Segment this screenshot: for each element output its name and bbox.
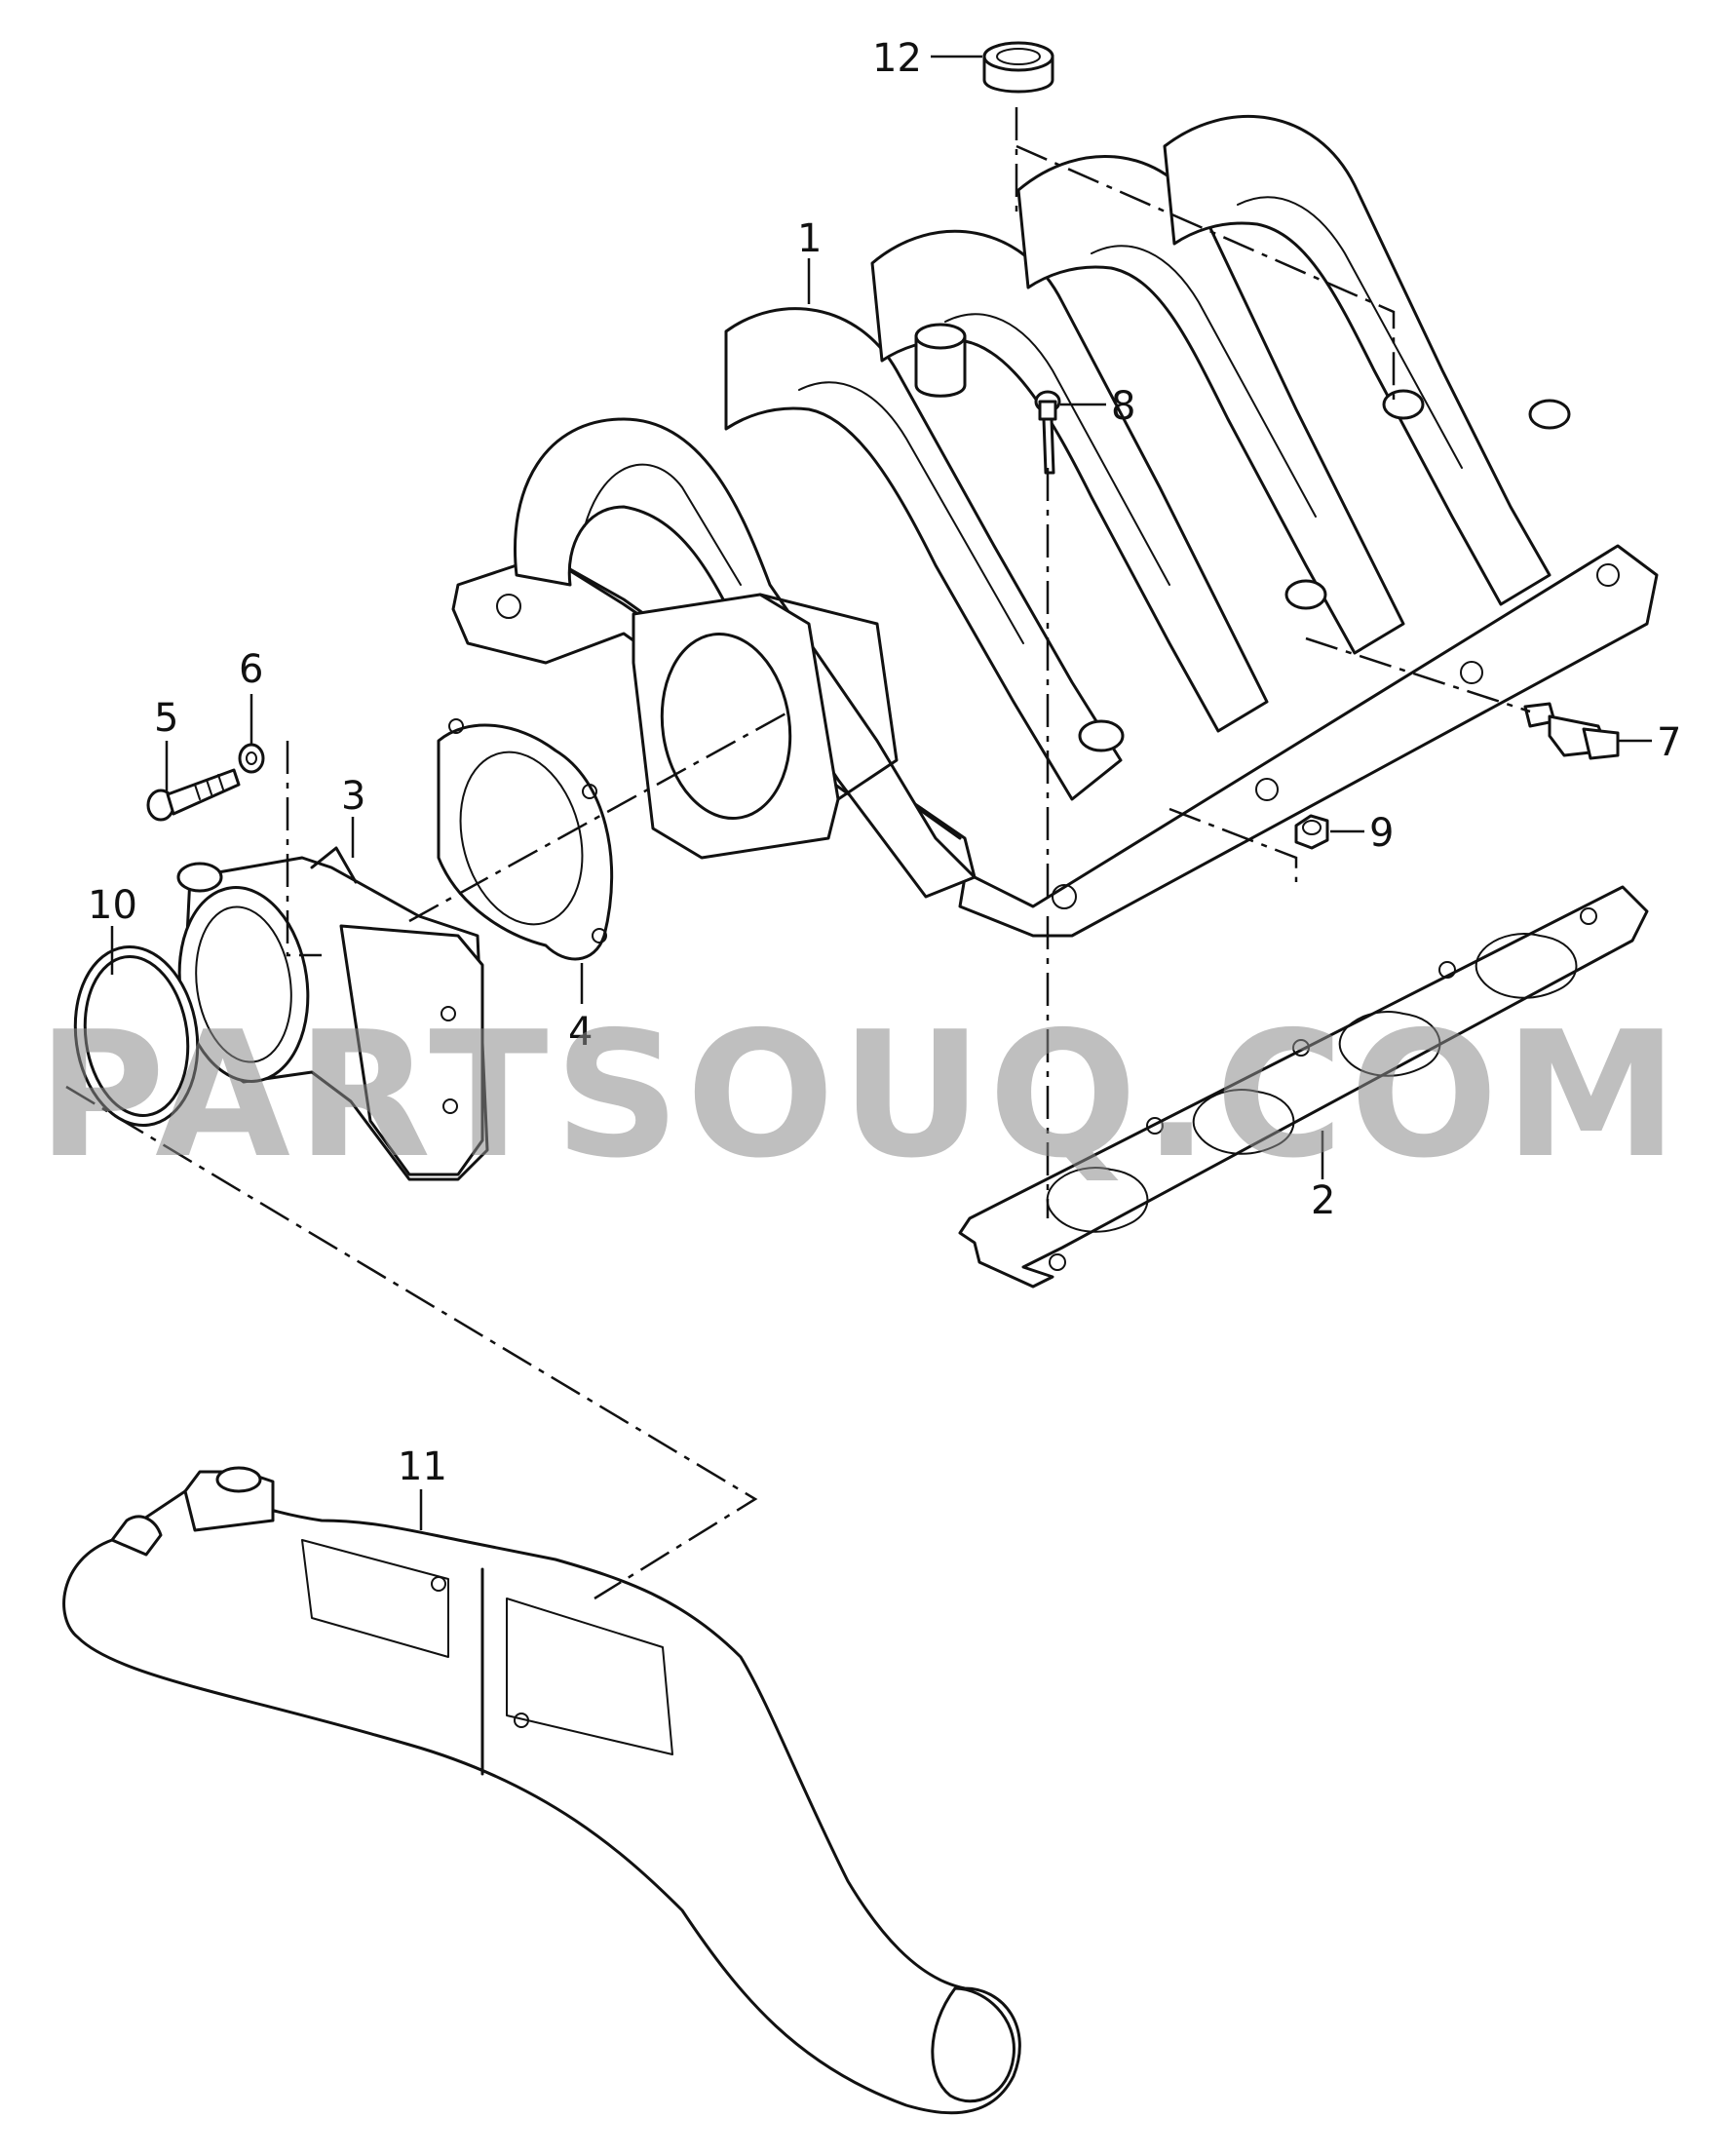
sensor-part-7[interactable]	[1523, 702, 1620, 760]
nut-part-9[interactable]	[1294, 814, 1329, 850]
callout-11[interactable]: 11	[398, 1444, 447, 1489]
callout-5[interactable]: 5	[154, 696, 178, 741]
callout-10[interactable]: 10	[88, 883, 137, 928]
callout-9[interactable]: 9	[1369, 811, 1394, 856]
watermark-text: PARTSOUQ.COM	[37, 994, 1684, 1196]
throttle-gasket[interactable]	[437, 718, 614, 961]
callout-2[interactable]: 2	[1311, 1178, 1335, 1223]
stud-part-8[interactable]	[1034, 390, 1061, 475]
callout-1[interactable]: 1	[797, 216, 822, 261]
callout-labels: 1 2 3 4 5 6 7 8 9 10 11 12	[88, 36, 1681, 1489]
callout-7[interactable]: 7	[1657, 720, 1681, 765]
bolt-part-5[interactable]	[146, 768, 241, 822]
leader-lines	[110, 55, 1652, 1530]
callout-4[interactable]: 4	[568, 1010, 593, 1055]
callout-6[interactable]: 6	[239, 647, 263, 692]
o-ring-part-10[interactable]	[64, 939, 209, 1133]
callout-12[interactable]: 12	[872, 36, 922, 81]
intake-manifold[interactable]	[451, 114, 1659, 938]
manifold-gasket[interactable]	[958, 885, 1649, 1289]
throttle-body[interactable]	[168, 846, 489, 1181]
callout-8[interactable]: 8	[1111, 384, 1135, 429]
washer-part-6[interactable]	[238, 743, 265, 774]
callout-3[interactable]: 3	[341, 774, 365, 819]
assembly-lines	[65, 107, 1531, 1600]
air-duct-part-11[interactable]	[62, 1466, 1021, 2115]
cap-part-12[interactable]	[982, 41, 1054, 94]
